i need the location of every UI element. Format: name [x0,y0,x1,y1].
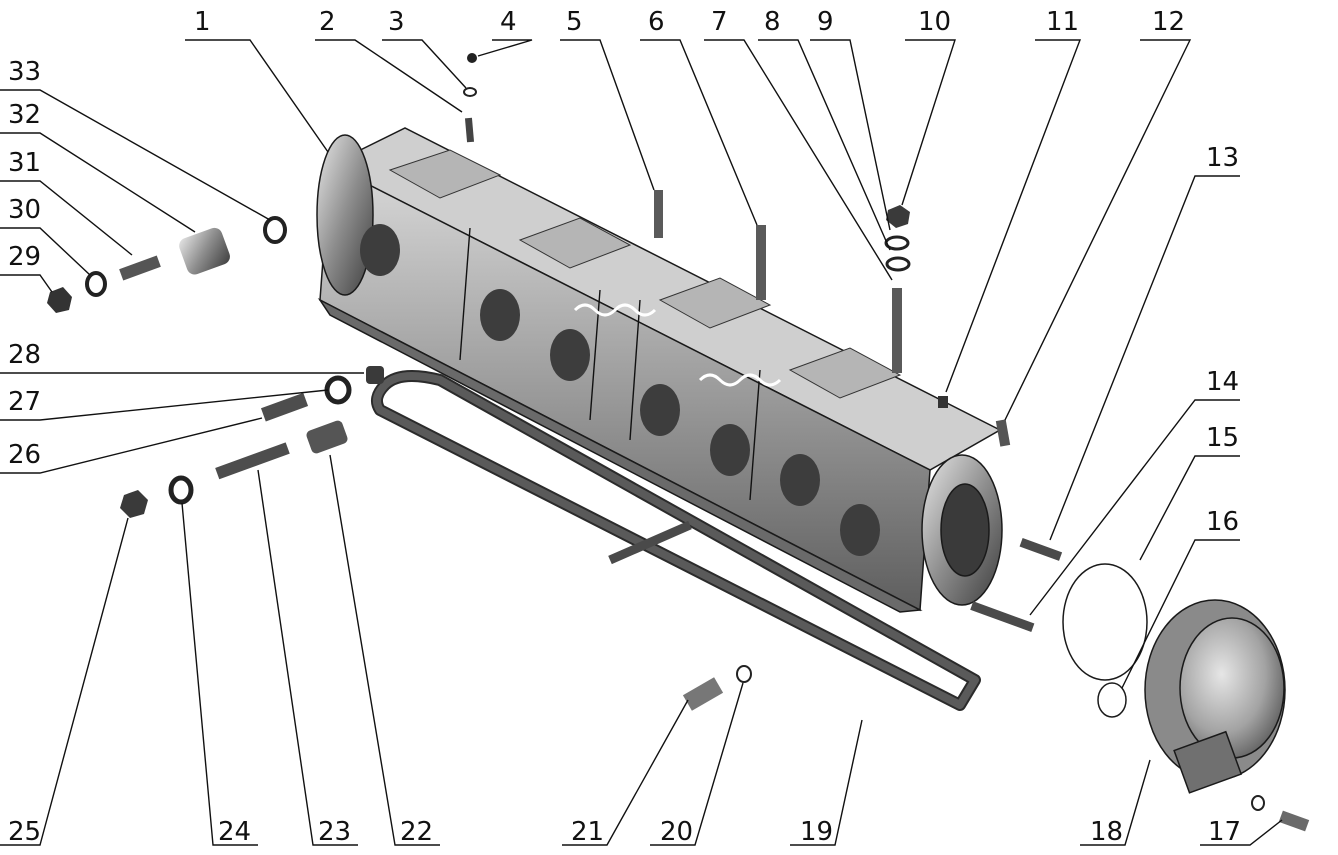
callout-20: 20 [650,682,744,847]
label-33: 33 [8,57,41,87]
callout-21: 21 [562,699,689,847]
label-13: 13 [1206,143,1239,173]
callout-19: 19 [790,719,863,847]
callout-13: 13 [1049,143,1240,541]
callout-10: 10 [901,7,956,206]
callout-16: 16 [1121,507,1240,689]
callout-7: 7 [704,7,893,281]
label-8: 8 [764,7,781,37]
label-4: 4 [500,7,517,37]
label-3: 3 [388,7,405,37]
label-31: 31 [8,148,41,178]
label-15: 15 [1206,423,1239,453]
callout-6: 6 [640,7,758,226]
label-18: 18 [1090,817,1123,847]
label-6: 6 [648,7,665,37]
fasteners [47,53,1310,832]
label-16: 16 [1206,507,1239,537]
callout-22: 22 [329,454,440,847]
callout-3: 3 [382,7,467,89]
label-17: 17 [1208,817,1241,847]
label-11: 11 [1046,7,1079,37]
label-20: 20 [660,817,693,847]
label-22: 22 [400,817,433,847]
label-12: 12 [1152,7,1185,37]
callout-33: 33 [0,57,271,221]
callout-29: 29 [0,242,53,293]
callout-24: 24 [181,502,258,847]
label-30: 30 [8,195,41,225]
callout-4: 4 [477,7,533,57]
callout-28: 28 [0,340,364,374]
callout-2: 2 [315,7,463,113]
label-7: 7 [711,7,728,37]
callout-1: 1 [185,7,329,153]
callout-30: 30 [0,195,91,276]
label-10: 10 [918,7,951,37]
label-29: 29 [8,242,41,272]
callout-17: 17 [1200,817,1283,847]
callout-15: 15 [1139,423,1240,561]
callout-5: 5 [560,7,655,191]
housing-body [316,127,1003,613]
callout-11: 11 [945,7,1082,393]
label-21: 21 [571,817,604,847]
callout-23: 23 [257,469,358,847]
callout-26: 26 [0,417,263,474]
callout-31: 31 [0,148,133,256]
callout-12: 12 [1004,7,1192,421]
label-27: 27 [8,387,41,417]
label-32: 32 [8,100,41,130]
label-24: 24 [218,817,251,847]
label-26: 26 [8,440,41,470]
label-23: 23 [318,817,351,847]
callout-27: 27 [0,387,329,421]
callout-18: 18 [1080,759,1151,847]
gasket [370,370,981,711]
label-2: 2 [319,7,336,37]
label-9: 9 [817,7,834,37]
label-14: 14 [1206,367,1239,397]
callout-9: 9 [810,7,891,231]
callout-25: 25 [0,517,129,847]
label-19: 19 [800,817,833,847]
label-5: 5 [566,7,583,37]
callout-32: 32 [0,100,196,233]
o-ring-small [1097,682,1127,718]
end-cover [1144,599,1286,794]
label-25: 25 [8,817,41,847]
callout-14: 14 [1029,367,1240,616]
label-28: 28 [8,340,41,370]
callout-8: 8 [758,7,891,251]
callout-labels: 1 2 3 4 5 6 7 8 9 10 11 12 13 14 15 16 1… [0,7,1283,847]
label-1: 1 [194,7,211,37]
o-ring-large [1062,563,1148,681]
